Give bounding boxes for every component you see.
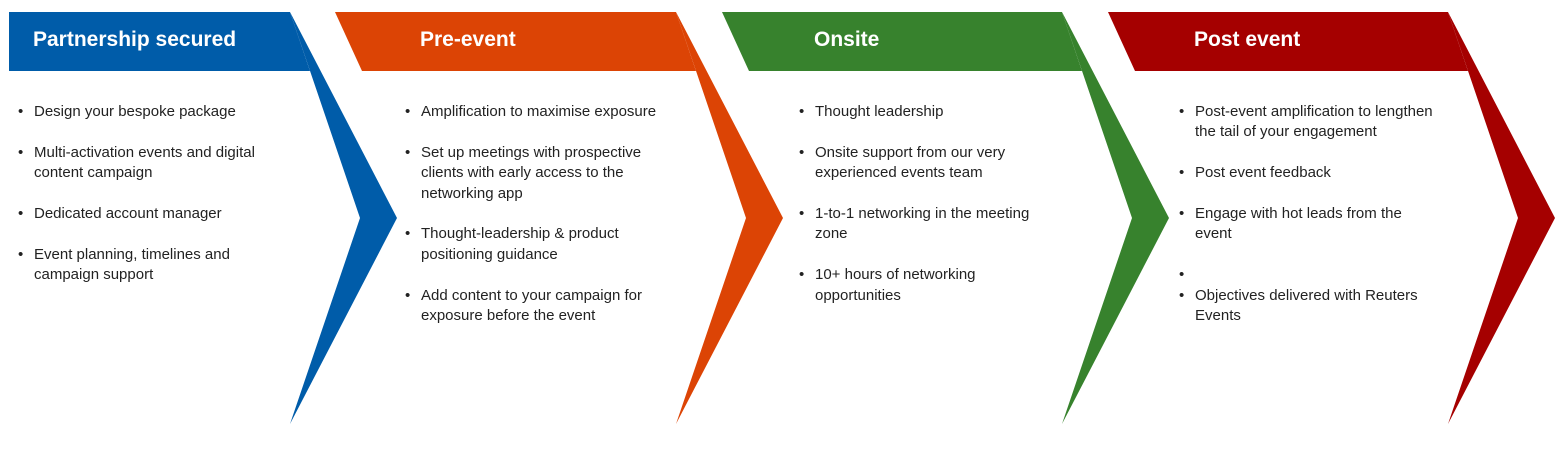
list-item: Amplification to maximise exposure (405, 102, 680, 123)
stage-2-chevron (676, 12, 783, 424)
list-item: Engage with hot leads from the event (1179, 204, 1434, 245)
stage-4-chevron (1448, 12, 1555, 424)
list-item: Onsite support from our very experienced… (799, 143, 1049, 184)
list-item: Multi-activation events and digital cont… (18, 143, 293, 184)
stage-item-list: Post-event amplification to lengthen the… (1179, 102, 1434, 347)
list-item: Objectives delivered with Reuters Events (1179, 286, 1434, 327)
list-item: 10+ hours of networking opportunities (799, 265, 1049, 306)
stage-1-chevron (290, 12, 397, 424)
stage-title: Post event (1194, 28, 1301, 51)
list-item: Add content to your campaign for exposur… (405, 286, 680, 327)
list-item: Post event feedback (1179, 163, 1434, 184)
list-item: Event planning, timelines and campaign s… (18, 245, 293, 286)
stage-title: Onsite (814, 28, 880, 51)
list-item: Set up meetings with prospective clients… (405, 143, 680, 204)
stage-title: Partnership secured (33, 28, 237, 51)
stage-item-list: Design your bespoke package Multi-activa… (18, 102, 293, 306)
list-item: Post-event amplification to lengthen the… (1179, 102, 1434, 143)
stage-item-list: Thought leadership Onsite support from o… (799, 102, 1049, 326)
stage-4-header-bar (1108, 12, 1468, 71)
stage-1-header-bar (9, 12, 310, 71)
stage-2-header-bar (335, 12, 696, 71)
stage-3-header-bar (722, 12, 1082, 71)
list-item: Design your bespoke package (18, 102, 293, 123)
list-item: Thought leadership (799, 102, 1049, 123)
list-item: Dedicated account manager (18, 204, 293, 225)
list-item: 1-to-1 networking in the meeting zone (799, 204, 1049, 245)
stage-item-list: Amplification to maximise exposure Set u… (405, 102, 680, 347)
stage-3-chevron (1062, 12, 1169, 424)
stage-title: Pre-event (420, 28, 516, 51)
list-item (1179, 265, 1434, 286)
list-item: Thought-leadership & product positioning… (405, 224, 680, 265)
